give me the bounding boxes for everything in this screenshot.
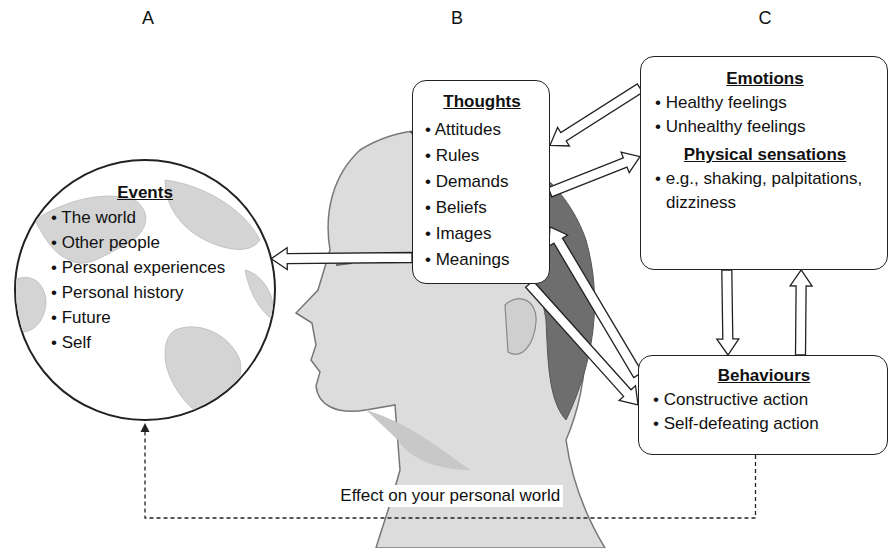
box-heading: Thoughts [425,89,539,115]
hollow-arrow [271,248,412,270]
jaw-shade [366,410,470,470]
behaviours-box: Behaviours• Constructive action• Self-de… [638,355,888,455]
ear [505,299,536,354]
bullet-item: • Meanings [425,247,539,273]
box-heading: Emotions [655,67,875,91]
events-text: Events• The world• Other people• Persona… [15,180,275,355]
bullet-item: • Images [425,221,539,247]
bullet-item: • Unhealthy feelings [655,115,875,139]
column-letter: B [451,7,463,29]
hollow-arrow [550,84,643,146]
bullet-item: • Personal experiences [51,255,275,280]
column-letter: A [142,7,154,29]
emotions-box: Emotions• Healthy feelings• Unhealthy fe… [640,56,888,270]
bullet-item: • e.g., shaking, palpitations, dizziness [655,167,875,215]
hollow-arrow [717,270,739,355]
box-heading: Behaviours [653,364,875,388]
bullet-item: • Rules [425,143,539,169]
bullet-item: • Future [51,305,275,330]
bullet-item: • Attitudes [425,117,539,143]
hollow-arrow [548,152,640,197]
hollow-arrow [790,270,812,355]
bullet-item: • Demands [425,169,539,195]
thoughts-box: Thoughts• Attitudes• Rules• Demands• Bel… [412,80,550,284]
bullet-item: • Other people [51,230,275,255]
bullet-item: • Healthy feelings [655,91,875,115]
hollow-arrow [526,281,638,405]
column-letter: C [759,7,772,29]
bullet-item: • Constructive action [653,388,875,412]
bullet-item: • Beliefs [425,195,539,221]
bullet-item: • The world [51,205,275,230]
bullet-item: • Self [51,330,275,355]
bullet-item: • Personal history [51,280,275,305]
bullet-item: • Self-defeating action [653,412,875,436]
box-heading: Physical sensations [655,143,875,167]
box-heading: Events [15,180,275,205]
events-circle: Events• The world• Other people• Persona… [15,160,275,420]
edge-label: Effect on your personal world [337,485,563,507]
